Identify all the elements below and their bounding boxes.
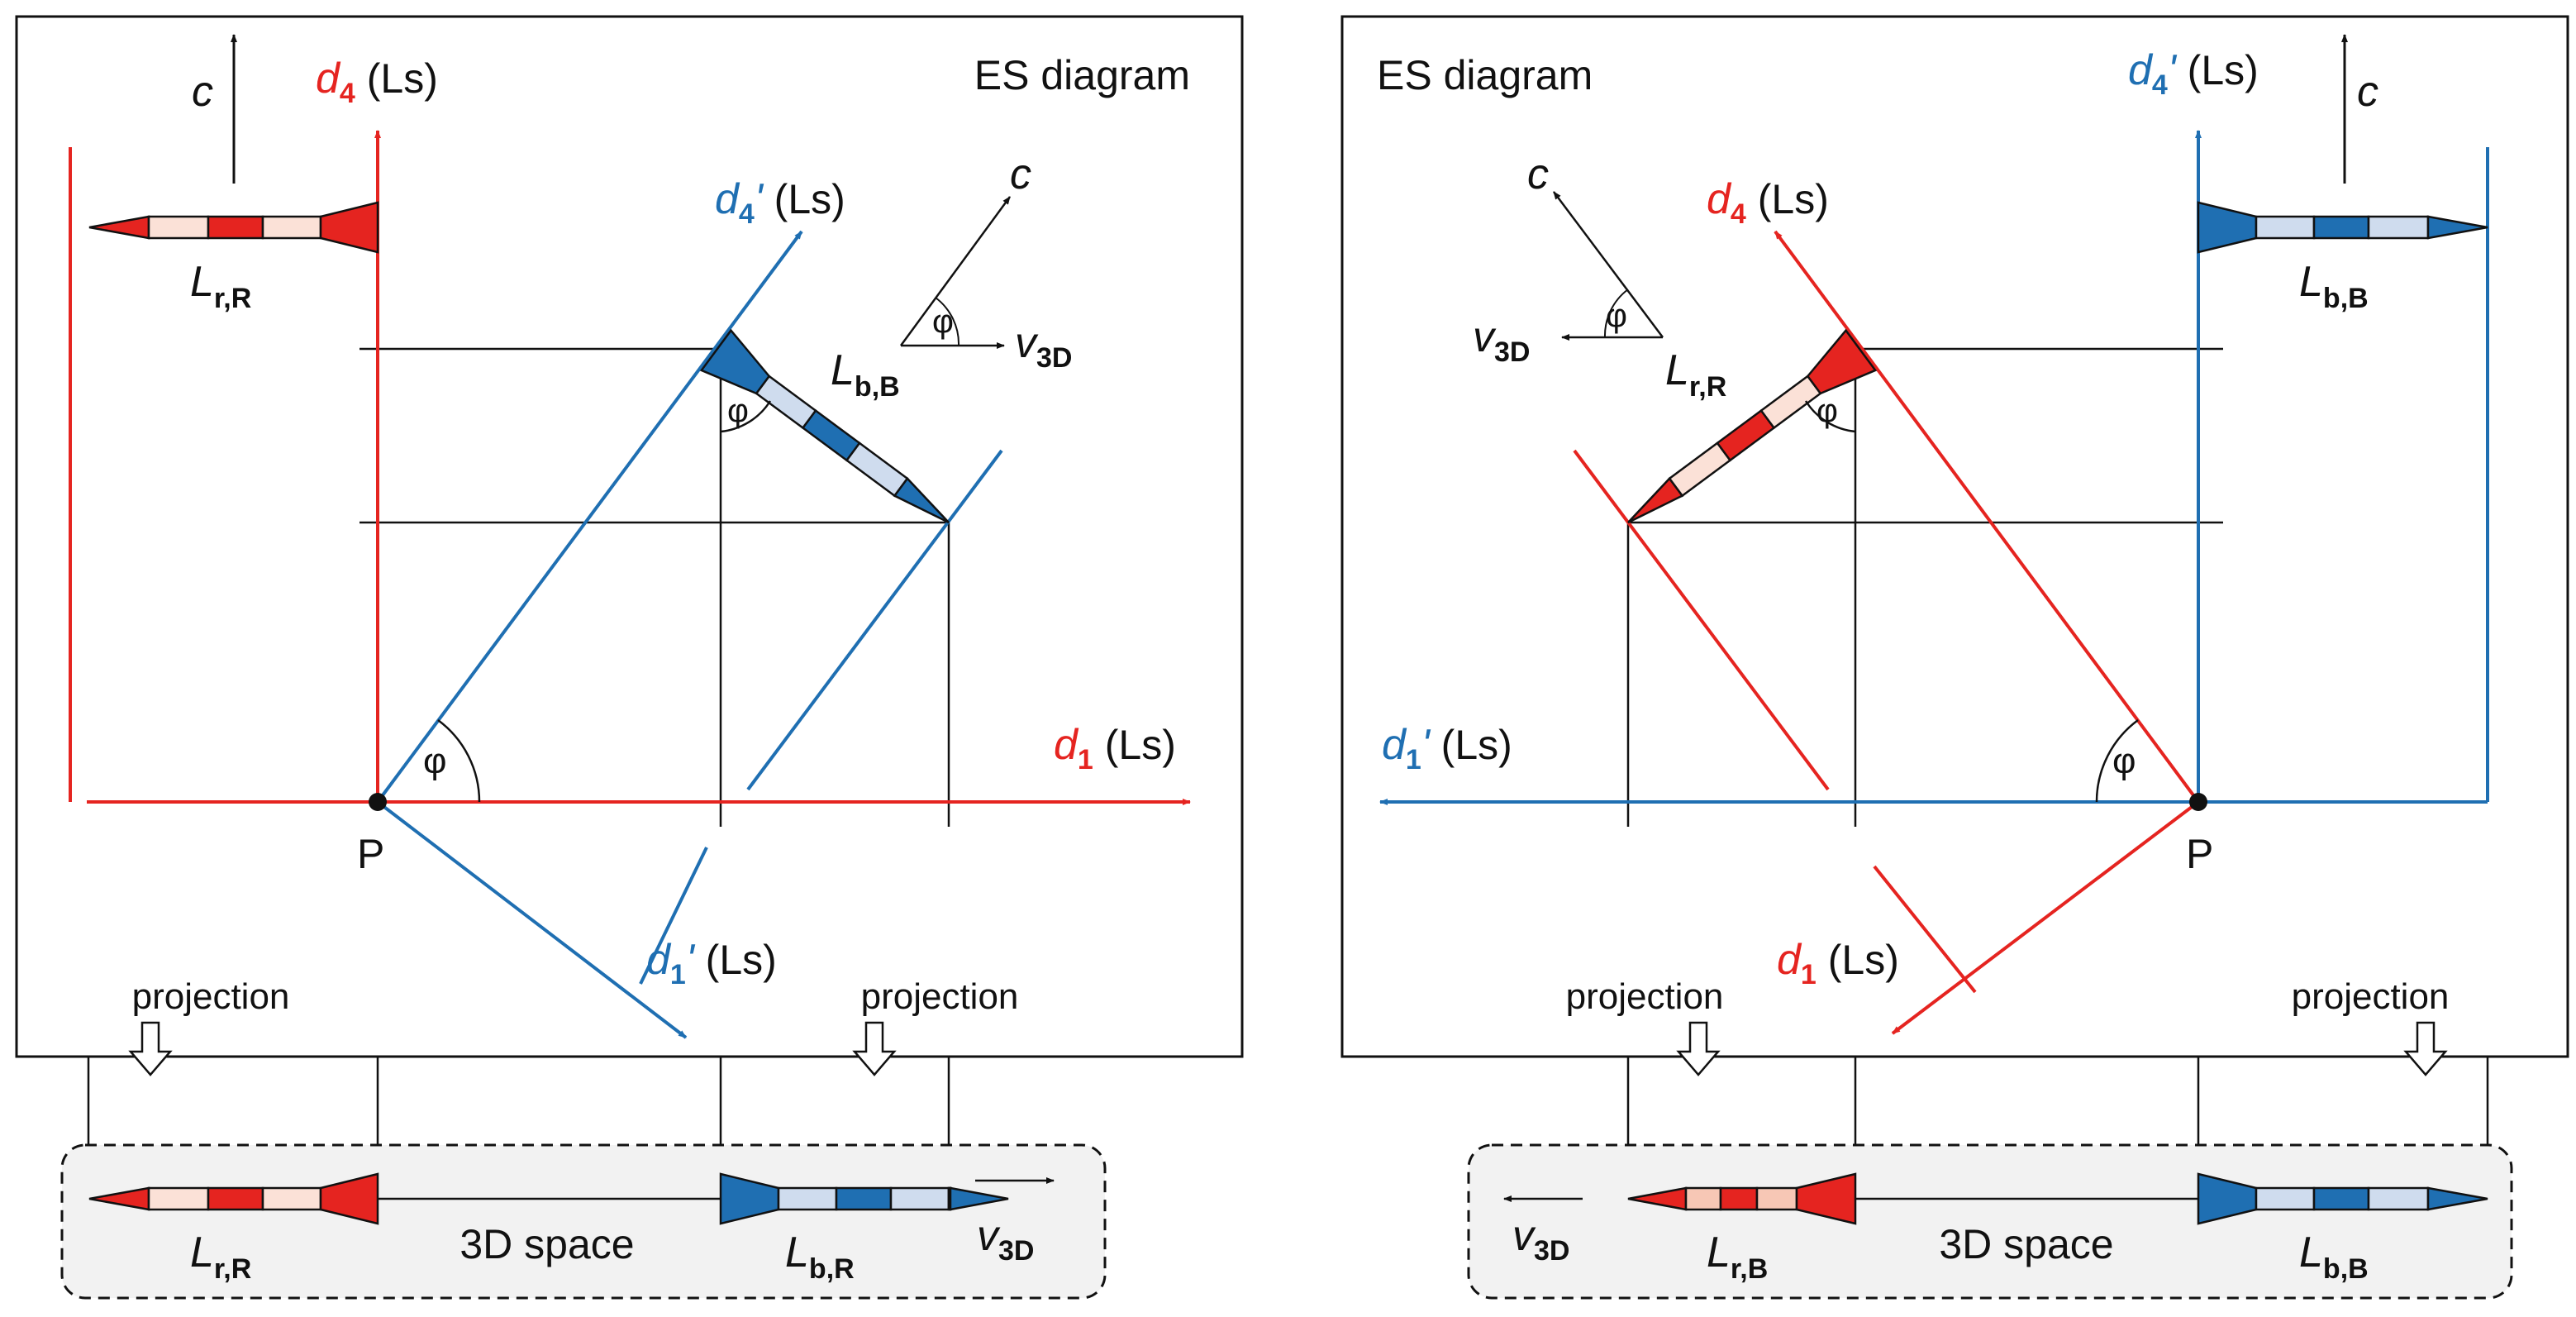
right-space-v-label: v3D <box>1512 1212 1569 1267</box>
right-title: ES diagram <box>1377 52 1593 98</box>
left-d1p-label: d1' (Ls) <box>646 936 777 990</box>
right-triangle-phi: φ <box>1606 298 1627 334</box>
right-diagram-frame <box>1340 15 2569 1058</box>
right-red-axes <box>1573 230 2200 1035</box>
right-phi-at-p: φ <box>2112 741 2136 781</box>
left-phi-at-p: φ <box>423 741 447 781</box>
right-projection-label-2: projection <box>2292 976 2450 1017</box>
left-blue-axes <box>376 230 1003 1039</box>
left-projection-arrow-2 <box>852 1021 897 1076</box>
right-tilted-phi: φ <box>1817 393 1838 429</box>
left-d1p-axis <box>376 800 688 1039</box>
left-diagram-frame <box>15 15 1244 1058</box>
left-v3d-label: v3D <box>1015 319 1072 374</box>
left-projection-label-2: projection <box>861 976 1019 1017</box>
left-d4-label: d4 (Ls) <box>316 55 438 109</box>
left-origin-dot <box>369 793 387 811</box>
left-guide-lines <box>87 347 950 1145</box>
left-rocket-top-label: Lr,R <box>190 258 251 314</box>
right-d1p-label: d1' (Ls) <box>1382 721 1512 775</box>
right-c-label: c <box>2357 68 2378 116</box>
left-velocity-triangle: φ c v3D <box>899 150 1072 374</box>
right-projection-arrow-2 <box>2403 1021 2448 1076</box>
right-velocity-triangle: φ c v3D <box>1473 150 1664 368</box>
left-panel: ES diagram φ <box>15 15 1244 1300</box>
left-c-label: c <box>192 68 213 116</box>
right-rocket-tilted-label: Lr,R <box>1665 346 1726 403</box>
left-space-red-label: Lr,R <box>190 1229 251 1285</box>
left-rocket-top <box>88 201 379 254</box>
right-space-rocket-red <box>1627 1172 1857 1225</box>
right-tilted-phi-arc <box>1804 400 1856 433</box>
right-rocket-tilted <box>1627 328 1878 524</box>
right-projection-arrow-1 <box>1676 1021 1721 1076</box>
right-projection-label-1: projection <box>1566 976 1724 1017</box>
right-phi-arc <box>2095 718 2139 803</box>
right-d4-label: d4 (Ls) <box>1707 175 1829 230</box>
left-c-tilted-label: c <box>1010 150 1031 198</box>
left-projection-label-1: projection <box>132 976 290 1017</box>
left-phi-arc <box>437 718 481 803</box>
right-rocket-top <box>2197 201 2488 254</box>
left-triangle-phi: φ <box>932 303 954 340</box>
right-origin-label: P <box>2186 831 2213 877</box>
right-d1-axis <box>1891 800 2200 1035</box>
left-d4p-axis <box>376 230 803 804</box>
right-space-label: 3D space <box>1939 1221 2113 1267</box>
right-space-rocket-blue <box>2197 1172 2488 1225</box>
right-guide-lines <box>1626 347 2489 1145</box>
right-v3d-label: v3D <box>1473 313 1530 368</box>
right-d1-label: d1 (Ls) <box>1777 936 1899 990</box>
right-space-red-label: Lr,B <box>1707 1229 1768 1285</box>
right-rocket-top-label: Lb,B <box>2299 258 2369 314</box>
right-panel: ES diagram φ P c <box>1340 15 2569 1300</box>
left-tilted-phi: φ <box>727 393 749 429</box>
left-projection-arrow-1 <box>128 1021 173 1076</box>
left-space-rocket-red <box>88 1172 379 1225</box>
right-d4-axis <box>1774 230 2200 804</box>
left-space-box <box>60 1143 1107 1300</box>
left-rocket-tilted <box>699 328 950 524</box>
right-d4p-label: d4' (Ls) <box>2128 46 2259 101</box>
left-d1-label: d1 (Ls) <box>1054 721 1176 775</box>
left-rocket-tilted-label: Lb,B <box>831 346 900 403</box>
right-origin-dot <box>2189 793 2207 811</box>
left-space-v-label: v3D <box>977 1212 1034 1267</box>
right-space-blue-label: Lb,B <box>2299 1229 2369 1285</box>
left-d4p-label: d4' (Ls) <box>715 175 845 230</box>
left-space-blue-label: Lb,R <box>785 1229 855 1285</box>
right-c-tilted-label: c <box>1527 150 1549 198</box>
left-title: ES diagram <box>974 52 1190 98</box>
left-origin-label: P <box>357 831 384 877</box>
right-space-box <box>1467 1143 2513 1300</box>
left-space-label: 3D space <box>459 1221 634 1267</box>
left-space-blue-nose <box>949 1186 1009 1211</box>
left-tilted-phi-arc <box>720 400 772 433</box>
